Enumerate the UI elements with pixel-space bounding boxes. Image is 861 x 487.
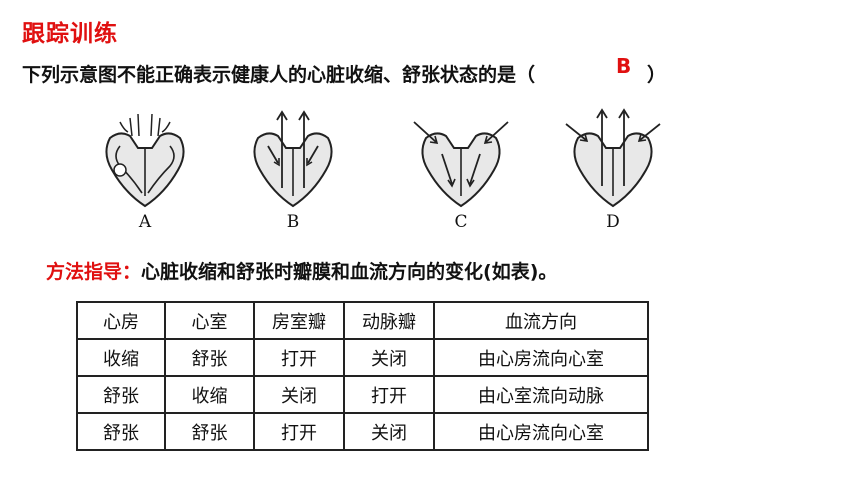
table-cell: 由心房流向心室 bbox=[433, 412, 649, 451]
heart-illustration-d bbox=[565, 108, 661, 208]
heart-diagram-a: A bbox=[90, 108, 200, 233]
heart-illustration-a bbox=[105, 113, 185, 208]
heart-state-table: 心房 心室 房室瓣 动脉瓣 血流方向 收缩 舒张 打开 关闭 由心房流向心室 舒… bbox=[76, 301, 649, 451]
heart-illustration-c bbox=[413, 121, 509, 208]
figure-label-b: B bbox=[286, 212, 300, 232]
header-cell: 心室 bbox=[164, 301, 255, 340]
question-close-paren: ） bbox=[647, 64, 667, 86]
figure-label-a: A bbox=[138, 212, 152, 232]
figure-label-c: C bbox=[454, 212, 468, 232]
method-guide: 方法指导：心脏收缩和舒张时瓣膜和血流方向的变化(如表)。 bbox=[46, 257, 557, 284]
table-cell: 舒张 bbox=[164, 338, 255, 377]
table-row: 舒张 收缩 关闭 打开 由心室流向动脉 bbox=[76, 375, 649, 414]
table-row: 舒张 舒张 打开 关闭 由心房流向心室 bbox=[76, 412, 649, 451]
answer-mark: B bbox=[616, 54, 632, 78]
header-cell: 动脉瓣 bbox=[343, 301, 435, 340]
table-row: 收缩 舒张 打开 关闭 由心房流向心室 bbox=[76, 338, 649, 377]
heart-diagram-c: C bbox=[406, 108, 516, 233]
table-cell: 舒张 bbox=[76, 375, 166, 414]
table-cell: 打开 bbox=[253, 412, 345, 451]
table-cell: 收缩 bbox=[76, 338, 166, 377]
figure-label-d: D bbox=[606, 212, 620, 232]
table-cell: 舒张 bbox=[164, 412, 255, 451]
table-cell: 关闭 bbox=[343, 338, 435, 377]
table-header-row: 心房 心室 房室瓣 动脉瓣 血流方向 bbox=[76, 301, 649, 340]
method-text: 心脏收缩和舒张时瓣膜和血流方向的变化(如表)。 bbox=[141, 261, 558, 283]
method-label: 方法指导： bbox=[46, 261, 142, 283]
question-text: 下列示意图不能正确表示健康人的心脏收缩、舒张状态的是（ bbox=[22, 64, 536, 86]
heart-diagram-d: D bbox=[558, 108, 668, 233]
table-cell: 由心房流向心室 bbox=[433, 338, 649, 377]
table-cell: 打开 bbox=[343, 375, 435, 414]
heart-illustration-b bbox=[253, 110, 333, 208]
table-cell: 舒张 bbox=[76, 412, 166, 451]
section-heading: 跟踪训练 bbox=[22, 21, 118, 47]
table-cell: 打开 bbox=[253, 338, 345, 377]
heart-diagram-b: B bbox=[238, 108, 348, 233]
table-cell: 收缩 bbox=[164, 375, 255, 414]
header-cell: 血流方向 bbox=[433, 301, 649, 340]
table-cell: 关闭 bbox=[253, 375, 345, 414]
table-cell: 关闭 bbox=[343, 412, 435, 451]
header-cell: 房室瓣 bbox=[253, 301, 345, 340]
table-cell: 由心室流向动脉 bbox=[433, 375, 649, 414]
header-cell: 心房 bbox=[76, 301, 166, 340]
